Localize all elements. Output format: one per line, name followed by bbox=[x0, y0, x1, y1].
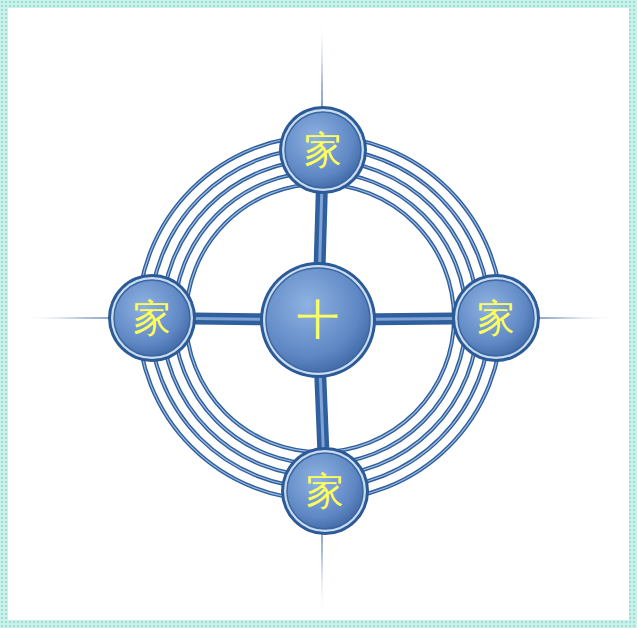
cross-bar bbox=[320, 193, 322, 263]
bar-highlight bbox=[320, 377, 323, 448]
circle-label: 家 bbox=[304, 131, 342, 169]
bar-body bbox=[320, 377, 323, 448]
text-holder: 家 bbox=[277, 104, 369, 196]
circle-face bbox=[114, 280, 190, 356]
circle-highlight bbox=[263, 265, 373, 375]
bar-body bbox=[195, 313, 261, 326]
family-circle: 家 bbox=[277, 104, 369, 196]
circle-face bbox=[285, 112, 361, 188]
family-circle: 家 bbox=[450, 272, 542, 364]
bar-highlight bbox=[195, 317, 261, 321]
family-circle: 家 bbox=[106, 272, 198, 364]
circle-rim bbox=[279, 106, 367, 194]
cross-bar bbox=[375, 318, 453, 320]
circle-face bbox=[266, 268, 370, 372]
circle-face bbox=[287, 453, 363, 529]
family-circle: 家 bbox=[279, 445, 371, 537]
circle-rim bbox=[452, 274, 540, 362]
text-holder: 家 bbox=[450, 272, 542, 364]
text-holder: 家 bbox=[279, 445, 371, 537]
circle-rim bbox=[108, 274, 196, 362]
text-holder: 十 bbox=[258, 260, 378, 380]
circle-rim bbox=[281, 447, 369, 535]
cross-bar bbox=[195, 318, 261, 320]
circle-rim bbox=[260, 262, 376, 378]
circle-highlight bbox=[455, 277, 537, 359]
circle-highlight bbox=[111, 277, 193, 359]
bar-highlight bbox=[320, 193, 322, 263]
circle-label: 家 bbox=[477, 299, 515, 337]
circle-face bbox=[458, 280, 534, 356]
bar-highlight bbox=[375, 317, 453, 321]
cross-bar bbox=[320, 377, 323, 448]
bar-body bbox=[375, 312, 453, 325]
circle-label: 十 bbox=[297, 299, 339, 341]
center-circle: 十 bbox=[258, 260, 378, 380]
bar-body bbox=[320, 193, 322, 263]
text-holder: 家 bbox=[106, 272, 198, 364]
circle-highlight bbox=[282, 109, 364, 191]
circle-highlight bbox=[284, 450, 366, 532]
circle-label: 家 bbox=[133, 299, 171, 337]
circle-label: 家 bbox=[306, 472, 344, 510]
